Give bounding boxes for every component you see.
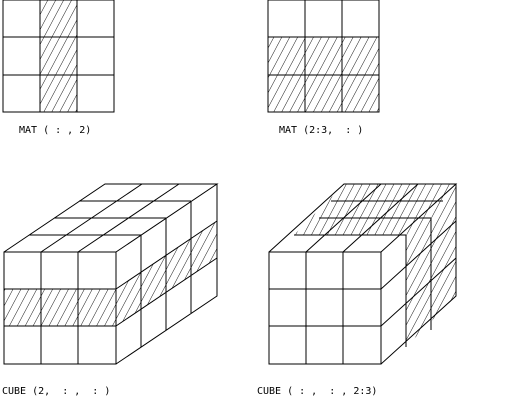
caption-mat-rows: MAT (2:3, : ) — [279, 125, 363, 136]
highlighted-front-band — [4, 289, 116, 326]
highlighted-top-band — [294, 184, 456, 235]
matrix-column-slice — [2, 0, 115, 113]
highlighted-column — [40, 0, 77, 112]
cube-dim1-slice — [3, 183, 219, 365]
caption-mat-column: MAT ( : , 2) — [19, 125, 91, 136]
cube-dim3-slice — [268, 183, 458, 365]
matrix-row-slice — [267, 0, 380, 113]
caption-cube-dim1: CUBE (2, : , : ) — [2, 386, 110, 397]
caption-cube-dim3: CUBE ( : , : , 2:3) — [257, 386, 377, 397]
